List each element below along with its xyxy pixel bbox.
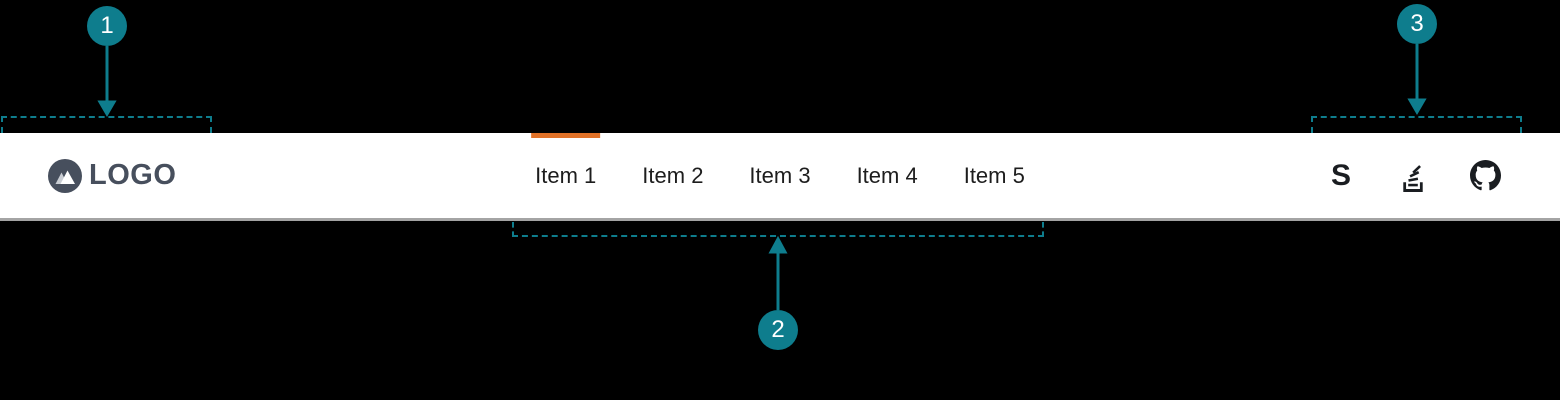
badge-number: 1 [100,12,114,39]
nav-items: Item 1 Item 2 Item 3 Item 4 Item 5 [531,133,1029,218]
navbar: LOGO Item 1 Item 2 Item 3 Item 4 Item 5 … [0,133,1560,221]
nav-item-label: Item 2 [642,162,704,188]
letter-s-icon: S [1330,158,1351,192]
badge-number: 3 [1410,10,1424,37]
nav-item-label: Item 1 [535,162,597,188]
annotation-region-navbar-center [512,222,1044,237]
nav-item-5[interactable]: Item 5 [960,133,1029,218]
stack-overflow-icon [1403,164,1423,192]
navbar-icon-links: S [1325,133,1501,218]
nav-item-1[interactable]: Item 1 [531,133,601,218]
mountain-logo-icon [48,158,82,193]
nav-item-label: Item 5 [963,162,1025,188]
arrow-1-head [97,100,117,117]
logo-text: LOGO [89,159,177,191]
annotation-region-navbar-end [1311,116,1522,133]
nav-item-label: Item 4 [856,162,918,188]
github-icon-link[interactable] [1469,159,1501,193]
nav-item-4[interactable]: Item 4 [853,133,922,218]
annotation-badge-2: 2 [758,310,798,350]
nav-item-3[interactable]: Item 3 [745,133,814,218]
annotation-badge-3: 3 [1397,4,1437,44]
github-icon [1469,160,1501,191]
nav-item-label: Item 3 [749,162,811,188]
arrow-3-head [1407,98,1427,115]
badge-number: 2 [771,316,785,343]
letter-s-icon-link[interactable]: S [1325,159,1357,193]
logo[interactable]: LOGO [48,133,176,218]
arrow-2-head [768,235,788,254]
annotation-region-navbar-start [1,116,212,133]
annotation-badge-1: 1 [87,6,127,46]
stack-overflow-icon-link[interactable] [1397,159,1429,193]
nav-item-2[interactable]: Item 2 [638,133,707,218]
active-tab-indicator [531,133,601,138]
